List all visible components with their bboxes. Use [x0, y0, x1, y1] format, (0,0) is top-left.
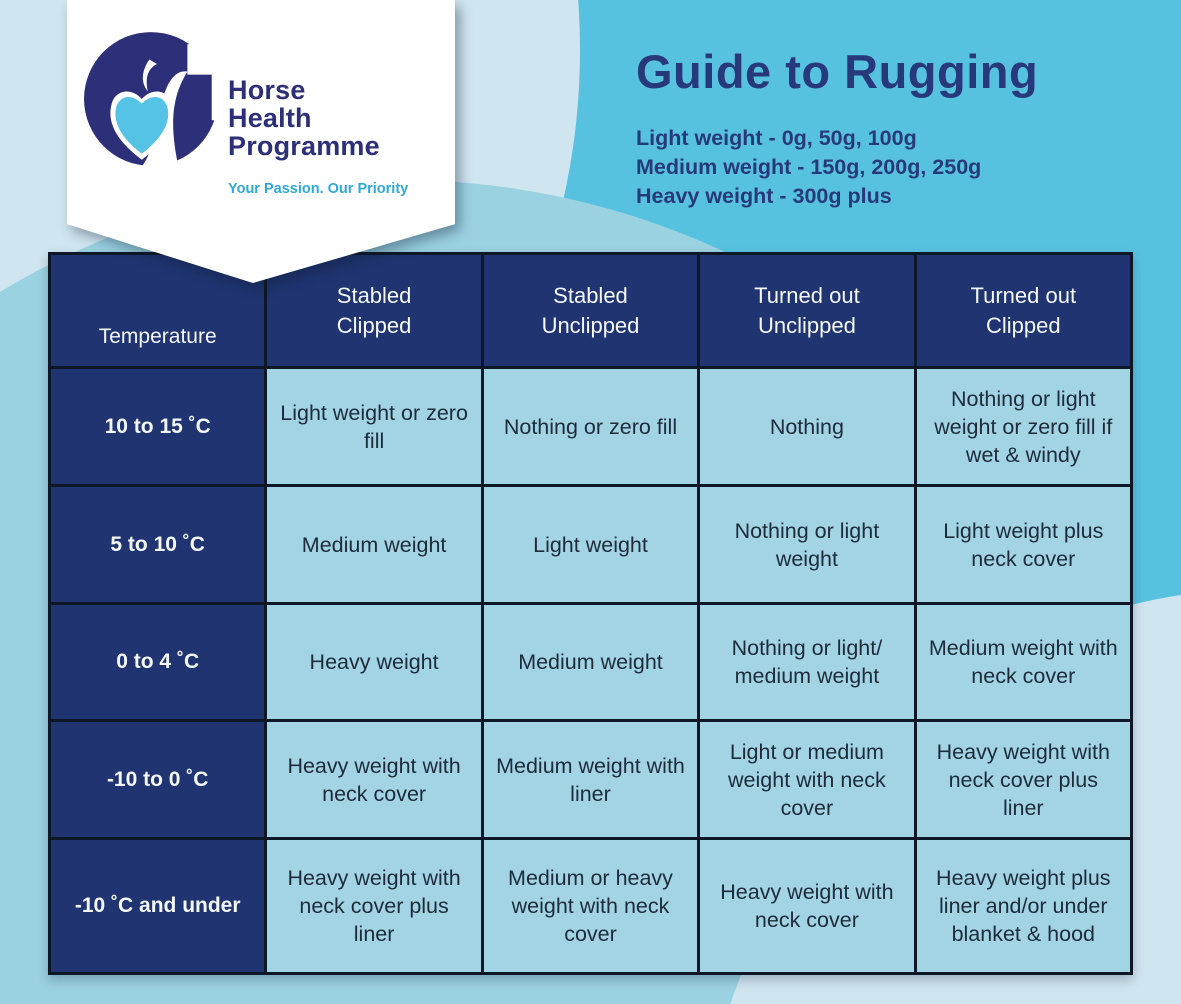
logo-word-programme: Programme	[228, 131, 380, 161]
rug-cell: Heavy weight with neck cover plus liner	[916, 722, 1130, 837]
rug-cell: Heavy weight with neck cover	[267, 722, 481, 837]
rug-cell: Medium or heavy weight with neck cover	[483, 840, 698, 972]
rug-cell: Light weight plus neck cover	[916, 487, 1130, 602]
column-header-turned-out-unclipped: Turned out Unclipped	[700, 255, 914, 366]
temperature-cell: 5 to 10 ˚C	[51, 487, 265, 602]
logo-banner: Horse Health Programme Your Passion. Our…	[67, 0, 455, 283]
temperature-cell: -10 ˚C and under	[51, 840, 265, 972]
page-title: Guide to Rugging	[636, 45, 1039, 98]
rug-cell: Medium weight with neck cover	[916, 605, 1130, 719]
rug-cell: Heavy weight with neck cover	[700, 840, 914, 972]
legend-medium-weight: Medium weight - 150g, 200g, 250g	[636, 155, 982, 179]
rug-cell: Nothing or light/ medium weight	[700, 605, 914, 719]
horse-head-heart-icon	[84, 32, 224, 172]
logo-wordmark: Horse Health Programme	[228, 76, 380, 160]
rug-cell: Heavy weight	[267, 605, 481, 719]
legend-light-weight: Light weight - 0g, 50g, 100g	[636, 126, 917, 150]
rug-cell: Light or medium weight with neck cover	[700, 722, 914, 837]
column-header-stabled-clipped: Stabled Clipped	[267, 255, 481, 366]
rug-cell: Medium weight with liner	[483, 722, 698, 837]
logo-word-horse: Horse	[228, 75, 306, 105]
rug-cell: Heavy weight with neck cover plus liner	[267, 840, 481, 972]
rug-cell: Nothing or zero fill	[483, 369, 698, 484]
rugging-table: Temperature Stabled Clipped Stabled Uncl…	[48, 252, 1133, 975]
rug-cell: Nothing	[700, 369, 914, 484]
temperature-cell: 0 to 4 ˚C	[51, 605, 265, 719]
rug-cell: Medium weight	[267, 487, 481, 602]
rug-cell: Medium weight	[483, 605, 698, 719]
logo-tagline: Your Passion. Our Priority	[228, 181, 409, 197]
rug-cell: Light weight	[483, 487, 698, 602]
temperature-cell: -10 to 0 ˚C	[51, 722, 265, 837]
column-header-turned-out-clipped: Turned out Clipped	[916, 255, 1130, 366]
temperature-cell: 10 to 15 ˚C	[51, 369, 265, 484]
weight-legend: Light weight - 0g, 50g, 100g Medium weig…	[636, 124, 981, 211]
rug-cell: Light weight or zero fill	[267, 369, 481, 484]
column-header-stabled-unclipped: Stabled Unclipped	[483, 255, 698, 366]
rug-cell: Nothing or light weight	[700, 487, 914, 602]
rug-cell: Nothing or light weight or zero fill if …	[916, 369, 1130, 484]
rug-cell: Heavy weight plus liner and/or under bla…	[916, 840, 1130, 972]
legend-heavy-weight: Heavy weight - 300g plus	[636, 184, 892, 208]
logo-word-health: Health	[228, 103, 312, 133]
